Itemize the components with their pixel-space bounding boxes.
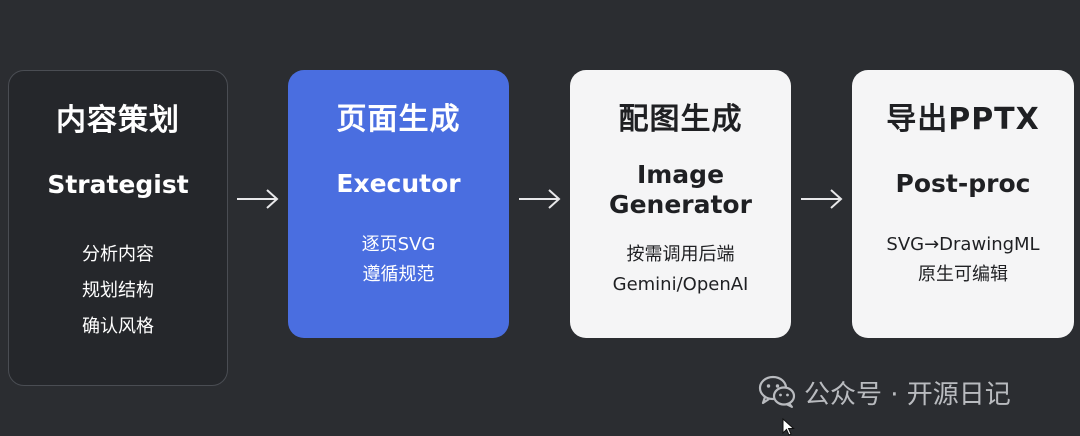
step-card-post-proc: 导出PPTX Post-proc SVG→DrawingML 原生可编辑	[852, 70, 1074, 338]
step-description-line: 规划结构	[82, 280, 154, 301]
arrow-right-icon	[519, 189, 561, 209]
step-description-line: 按需调用后端	[626, 244, 735, 265]
step-role: Executor	[336, 169, 461, 198]
arrow-right-icon	[801, 189, 843, 209]
step-title: 导出PPTX	[886, 102, 1040, 137]
watermark-text: 公众号 · 开源日记	[804, 379, 1011, 410]
arrow-right-icon	[237, 189, 279, 209]
step-card-strategist: 内容策划 Strategist 分析内容 规划结构 确认风格	[8, 70, 228, 386]
step-description: 逐页SVG 遵循规范	[362, 230, 436, 290]
step-title: 内容策划	[56, 103, 180, 138]
step-description: 按需调用后端 Gemini/OpenAI	[613, 240, 749, 300]
watermark: 公众号 · 开源日记	[758, 372, 1011, 412]
mouse-cursor-icon	[782, 418, 795, 436]
step-card-image-generator: 配图生成 Image Generator 按需调用后端 Gemini/OpenA…	[570, 70, 791, 338]
step-title: 页面生成	[336, 102, 461, 137]
step-description-line: 逐页SVG	[361, 234, 436, 255]
step-role: Post-proc	[895, 169, 1031, 198]
step-role: Image Generator	[609, 160, 752, 219]
step-description-line: 分析内容	[82, 244, 154, 265]
step-role: Strategist	[47, 170, 189, 199]
step-description: 分析内容 规划结构 确认风格	[82, 237, 154, 345]
step-description-line: 遵循规范	[362, 264, 435, 285]
step-description: SVG→DrawingML 原生可编辑	[886, 230, 1039, 290]
step-card-executor: 页面生成 Executor 逐页SVG 遵循规范	[288, 70, 509, 338]
step-description-line: Gemini/OpenAI	[612, 274, 749, 295]
step-description-line: SVG→DrawingML	[886, 234, 1040, 255]
step-description-line: 确认风格	[82, 316, 154, 337]
step-description-line: 原生可编辑	[918, 264, 1008, 285]
step-title: 配图生成	[618, 102, 743, 137]
wechat-icon	[758, 375, 796, 408]
